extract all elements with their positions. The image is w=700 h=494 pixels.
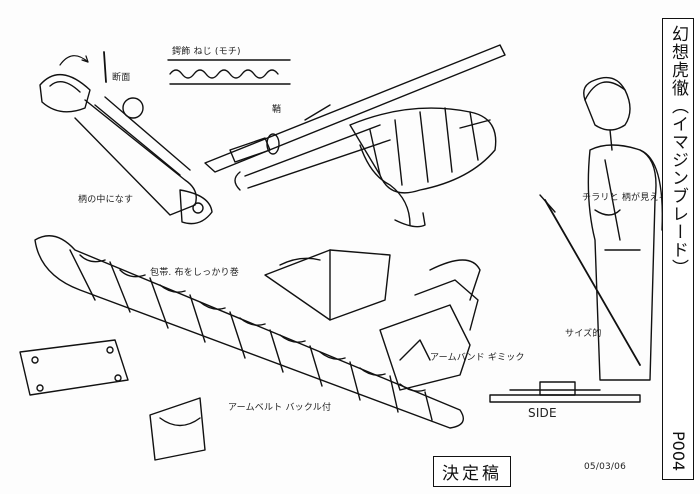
side-view-drawing [489, 381, 641, 403]
date-label: 05/03/06 [584, 462, 627, 472]
note-character-1: チラリと 柄が見える [582, 193, 668, 203]
note-buckle-belt: アームベルト バックル付 [228, 403, 332, 413]
note-grip: 柄の中になす [78, 195, 134, 205]
cloth-folds-drawing [19, 339, 206, 461]
wrapped-handle-drawing [349, 107, 497, 228]
note-cross-section: 断面 [112, 73, 131, 83]
sword-drawing [204, 44, 506, 191]
sheet-title: 幻想虎徹（イマジンブレード） [668, 25, 688, 277]
final-draft-stamp: 決定稿 [433, 456, 511, 487]
note-character-2: サイズ的 [565, 329, 602, 339]
page-code: P004 [669, 430, 688, 471]
note-sheath: 鞘 [272, 105, 282, 115]
texture-swatch-drawing [167, 59, 291, 85]
note-texture: 鍔飾 ねじ (モチ) [172, 47, 241, 57]
buckle-pieces-drawing [264, 249, 481, 391]
hilt-cross-section-drawing [39, 51, 213, 225]
wrapped-staff-drawing [34, 235, 464, 429]
note-metal: アームバンド ギミック [430, 353, 525, 363]
title-sidebar: 幻想虎徹（イマジンブレード） P004 [662, 18, 694, 480]
note-side: SIDE [528, 406, 557, 420]
note-tape: 包帯. 布をしっかり巻 [150, 268, 239, 278]
